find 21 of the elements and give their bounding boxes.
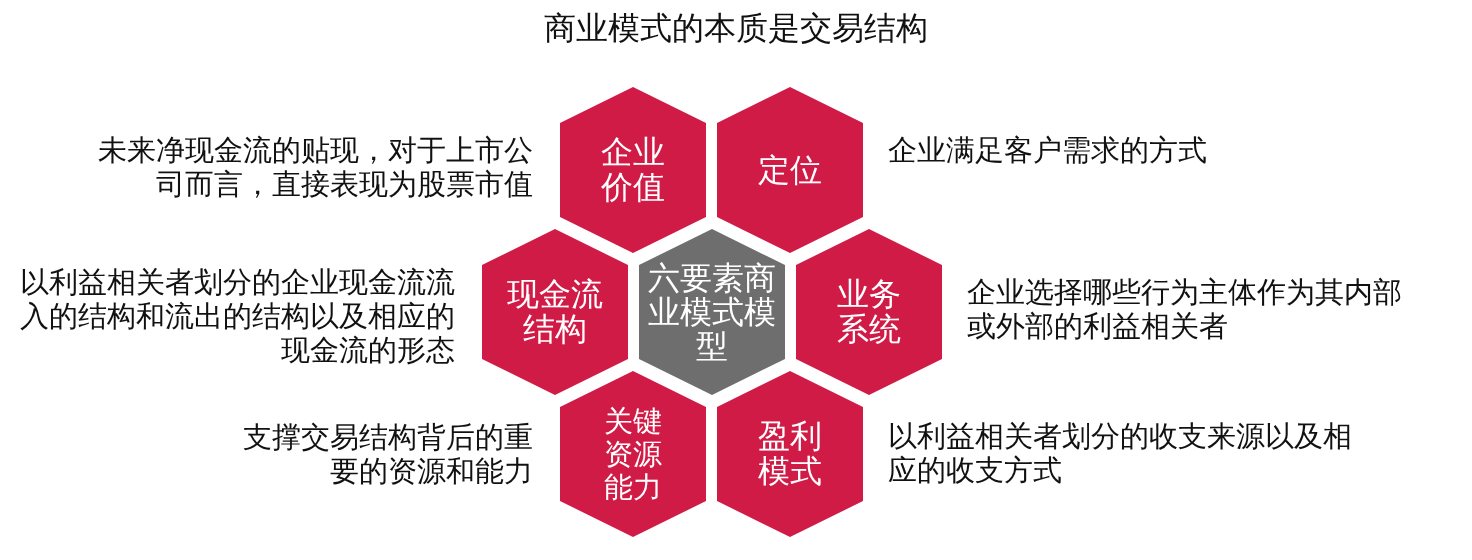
hexagon	[482, 229, 628, 395]
hexagon	[717, 87, 863, 253]
hexagon-label: 现金流结构	[506, 277, 604, 347]
diagram-title: 商业模式的本质是交易结构	[544, 8, 928, 48]
description-text: 支撑交易结构背后的重要的资源和能力	[242, 420, 533, 488]
hexagon-label: 定位	[757, 152, 823, 188]
hexagon	[639, 229, 785, 395]
hexagon	[560, 371, 706, 537]
hexagon-label: 企业价值	[600, 135, 666, 205]
hexagon	[796, 229, 942, 395]
hexagon	[717, 371, 863, 537]
description-text: 未来净现金流的贴现，对于上市公司而言，直接表现为股票市值	[97, 133, 533, 201]
hexagon	[560, 87, 706, 253]
hexagon-label: 盈利模式	[757, 419, 823, 489]
hexagon-label: 业务系统	[836, 277, 902, 347]
description-text: 以利益相关者划分的收支来源以及相应的收支方式	[888, 419, 1353, 487]
description-text: 以利益相关者划分的企业现金流流入的结构和流出的结构以及相应的现金流的形态	[19, 265, 455, 367]
description-text: 企业选择哪些行为主体作为其内部或外部的利益相关者	[967, 275, 1403, 343]
description-text: 企业满足客户需求的方式	[888, 133, 1208, 167]
hexagon-label: 六要素商业模式模型	[647, 261, 777, 363]
hexagon-label: 关键资源能力	[603, 404, 663, 504]
